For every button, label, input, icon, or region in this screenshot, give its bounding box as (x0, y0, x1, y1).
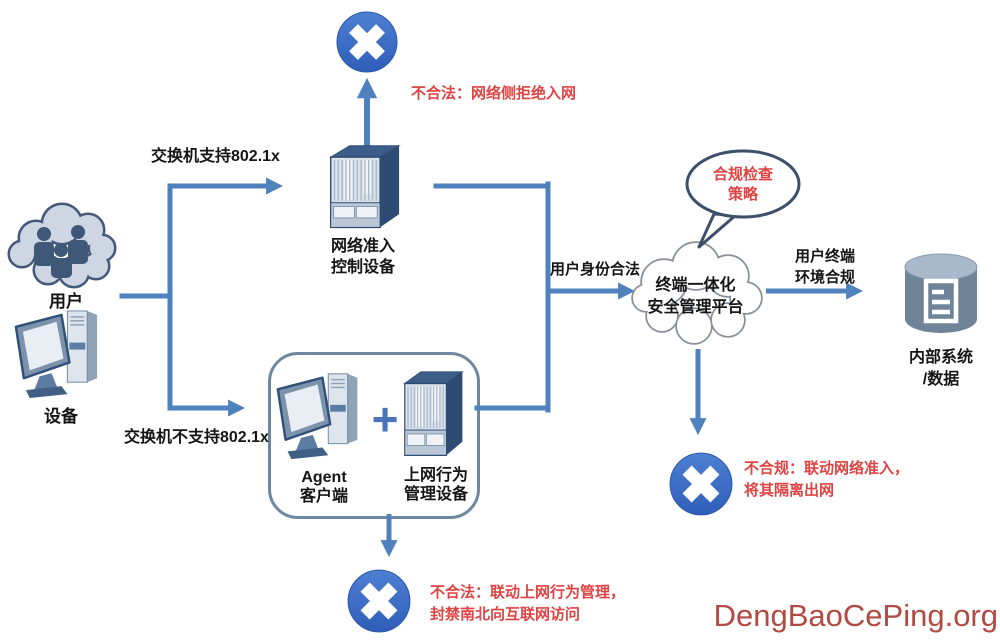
annotation-noncompliant: 不合规：联动网络准入， 将其隔离出网 (744, 460, 910, 499)
x-reject-icon (337, 12, 397, 72)
users-cloud-icon (7, 202, 117, 289)
edge-label-switch-unsupported: 交换机不支持802.1x (124, 429, 269, 446)
database-icon (905, 254, 977, 333)
behavior-server-icon (404, 371, 464, 456)
platform-cloud-shape (631, 241, 763, 345)
edge-label-env-compliant: 用户终端 环境合规 (794, 248, 855, 286)
watermark-text: DengBaoCePing.org (713, 598, 998, 633)
plus-icon: + (371, 393, 399, 445)
annotation-illegal: 不合法：联动上网行为管理， 封禁南北向互联网访问 (430, 584, 626, 623)
people-icon (34, 225, 88, 278)
agent-label: Agent 客户端 (299, 469, 348, 505)
x-illegal-icon (348, 570, 410, 632)
device-label: 设备 (44, 407, 78, 426)
behavior-label: 上网行为 管理设备 (403, 467, 468, 503)
edge-label-identity-legal: 用户身份合法 (550, 261, 641, 278)
device-computer-icon (14, 309, 99, 400)
speech-bubble-shape (685, 149, 801, 249)
platform-label: 终端一体化 安全管理平台 (647, 277, 744, 316)
nac-device-icon (329, 144, 400, 229)
compliance-policy-callout: 合规检查 策略 (712, 166, 773, 203)
x-noncompliant-icon (670, 453, 732, 515)
nac-label: 网络准入 控制设备 (330, 238, 395, 276)
connector-lines (119, 77, 864, 558)
edge-label-switch-supported: 交换机支持802.1x (151, 148, 280, 165)
annotation-network-reject: 不合法：网络侧拒绝入网 (411, 85, 577, 102)
agent-behavior-group-box (268, 352, 480, 519)
users-label: 用户 (49, 292, 83, 311)
agent-computer-icon (276, 372, 359, 461)
internal-system-label: 内部系统 /数据 (908, 349, 973, 388)
